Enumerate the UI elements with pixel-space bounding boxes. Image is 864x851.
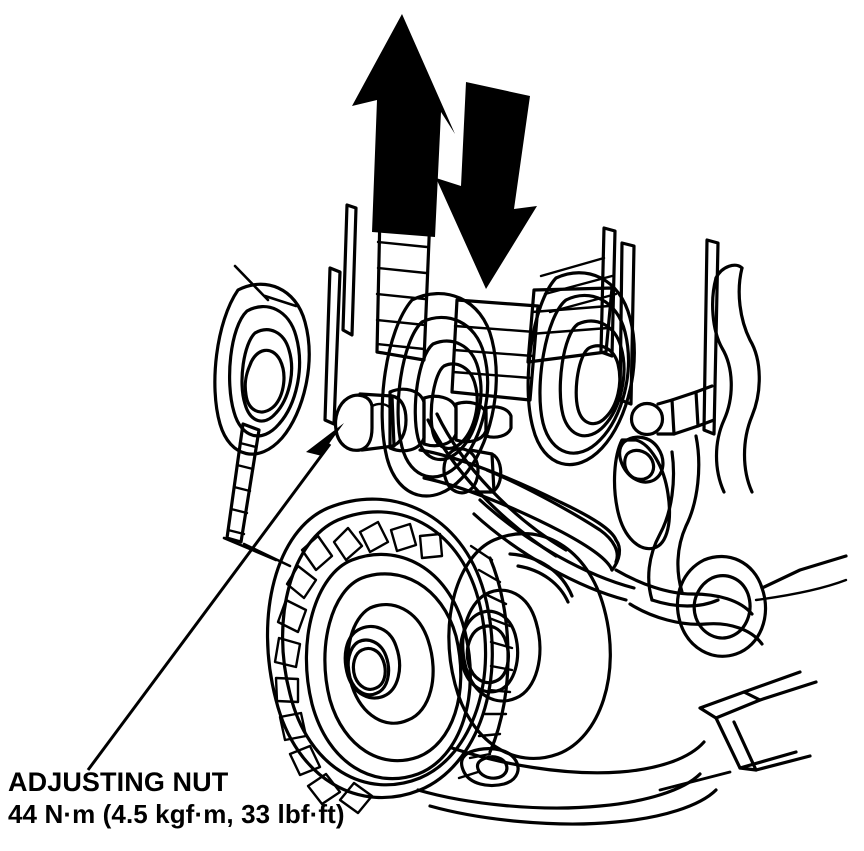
caption-block: ADJUSTING NUT 44 N·m (4.5 kgf·m, 33 lbf·… <box>8 766 528 830</box>
oil-pan-flange <box>416 670 818 826</box>
tensioner-arm <box>418 447 622 572</box>
torque-spec-label: 44 N·m (4.5 kgf·m, 33 lbf·ft) <box>8 799 345 829</box>
camshaft-pulley-right <box>526 256 636 467</box>
adjusting-nut <box>333 392 408 452</box>
callout-arrowhead <box>306 423 344 470</box>
adjusting-nut-label: ADJUSTING NUT <box>8 767 229 797</box>
crankshaft-pulley <box>265 497 514 815</box>
line-art-group <box>213 203 848 826</box>
engine-block <box>614 263 848 658</box>
direction-arrow-down <box>436 82 537 289</box>
leader-line-to-adjusting-nut <box>86 443 332 771</box>
idler-pulley-left <box>213 264 311 456</box>
direction-arrow-up <box>352 14 455 237</box>
right-stud-bolt <box>612 384 716 551</box>
secondary-pulley <box>447 532 612 760</box>
